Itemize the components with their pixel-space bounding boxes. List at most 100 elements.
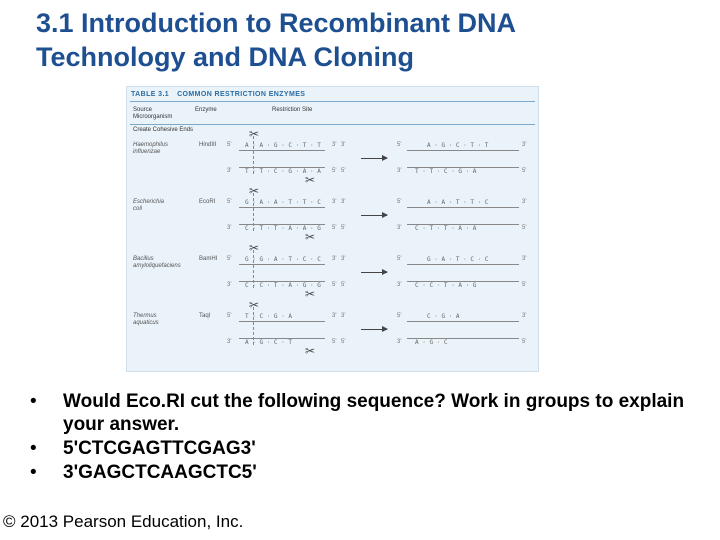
strand-end-label: 5' bbox=[522, 282, 527, 288]
cleavage-arrow bbox=[361, 155, 388, 161]
strand-end-label: 5' bbox=[397, 199, 402, 205]
strand-end-label: 5' bbox=[522, 339, 527, 345]
strand-end-label: 5' bbox=[522, 225, 527, 231]
bullet-item: • 5'CTCGAGTTCGAG3' bbox=[30, 437, 690, 460]
subhead-cohesive-ends: Create Cohesive Ends bbox=[133, 127, 194, 133]
strand-end-label: 3' bbox=[522, 142, 527, 148]
product-bottom-strand: C · T · T · A · A bbox=[415, 225, 477, 232]
scissors-icon: ✂ bbox=[249, 241, 260, 255]
row-enzyme-name: TaqI bbox=[199, 313, 211, 319]
product-end-box bbox=[407, 150, 519, 168]
strand-end-label: 5' bbox=[341, 168, 346, 174]
scissors-icon: ✂ bbox=[305, 287, 316, 301]
strand-end-label: 3' bbox=[397, 339, 402, 345]
product-top-strand: A · A · T · T · C bbox=[427, 199, 489, 206]
strand-end-label: 5' bbox=[227, 199, 232, 205]
product-top-strand: A · G · C · T · T bbox=[427, 142, 489, 149]
recognition-site-bottom-strand: T · T · C · G · A · A bbox=[245, 168, 321, 175]
strand-end-label: 5' bbox=[227, 313, 232, 319]
strand-end-label: 5' bbox=[332, 168, 337, 174]
row-source-line-2: aquaticus bbox=[133, 320, 159, 326]
strand-end-label: 3' bbox=[522, 199, 527, 205]
bullet-list: • Would Eco.RI cut the following sequenc… bbox=[30, 390, 690, 485]
recognition-site-box bbox=[239, 321, 325, 339]
strand-end-label: 5' bbox=[341, 225, 346, 231]
strand-end-label: 3' bbox=[332, 256, 337, 262]
strand-end-label: 3' bbox=[332, 313, 337, 319]
recognition-site-top-strand: G · G · A · T · C · C bbox=[245, 256, 321, 263]
strand-end-label: 5' bbox=[227, 256, 232, 262]
bullet-dot: • bbox=[30, 391, 37, 412]
cut-line bbox=[253, 193, 254, 231]
cleavage-arrow bbox=[361, 269, 388, 275]
row-source-line-1: Haemophilus bbox=[133, 142, 169, 148]
row-enzyme-name: HindIII bbox=[199, 142, 217, 148]
strand-end-label: 5' bbox=[522, 168, 527, 174]
cleavage-arrow bbox=[361, 212, 388, 218]
strand-end-label: 3' bbox=[227, 225, 232, 231]
product-top-strand: G · A · T · C · C bbox=[427, 256, 489, 263]
product-bottom-strand: C · C · T · A · G bbox=[415, 282, 477, 289]
slide-title-line-1: 3.1 Introduction to Recombinant DNA bbox=[36, 8, 517, 38]
strand-end-label: 3' bbox=[397, 282, 402, 288]
col-header-source-line-1: Source bbox=[133, 107, 153, 113]
cut-line bbox=[253, 250, 254, 288]
strand-end-label: 5' bbox=[332, 282, 337, 288]
strand-end-label: 3' bbox=[341, 313, 346, 319]
row-source-line-2: coli bbox=[133, 206, 143, 212]
col-header-site: Restriction Site bbox=[272, 107, 313, 113]
bullet-text: 5'CTCGAGTTCGAG3' bbox=[63, 438, 256, 459]
strand-end-label: 5' bbox=[227, 142, 232, 148]
strand-end-label: 3' bbox=[332, 199, 337, 205]
row-enzyme-name: EcoRI bbox=[199, 199, 216, 205]
strand-end-label: 3' bbox=[227, 339, 232, 345]
strand-end-label: 5' bbox=[332, 225, 337, 231]
scissors-icon: ✂ bbox=[305, 230, 316, 244]
bullet-dot: • bbox=[30, 462, 37, 483]
strand-end-label: 5' bbox=[332, 339, 337, 345]
recognition-site-bottom-strand: C · C · T · A · G · G bbox=[245, 282, 321, 289]
product-top-strand: C · G · A bbox=[427, 313, 460, 320]
strand-end-label: 3' bbox=[341, 142, 346, 148]
bullet-dot: • bbox=[30, 438, 37, 459]
table-rule-header bbox=[130, 124, 535, 125]
scissors-icon: ✂ bbox=[249, 127, 260, 141]
restriction-enzyme-table-figure: TABLE 3.1 COMMON RESTRICTION ENZYMES Sour… bbox=[126, 86, 539, 372]
col-header-enzyme: Enzyme bbox=[195, 107, 217, 113]
strand-end-label: 3' bbox=[522, 256, 527, 262]
product-end-box bbox=[407, 321, 519, 339]
strand-end-label: 5' bbox=[341, 282, 346, 288]
strand-end-label: 3' bbox=[332, 142, 337, 148]
scissors-icon: ✂ bbox=[305, 173, 316, 187]
recognition-site-top-strand: G · A · A · T · T · C bbox=[245, 199, 321, 206]
strand-end-label: 3' bbox=[227, 282, 232, 288]
recognition-site-box bbox=[239, 207, 325, 225]
scissors-icon: ✂ bbox=[249, 298, 260, 312]
strand-end-label: 3' bbox=[397, 225, 402, 231]
recognition-site-box bbox=[239, 264, 325, 282]
table-rule-top bbox=[130, 101, 535, 102]
strand-end-label: 3' bbox=[341, 199, 346, 205]
row-source-line-1: Bacillus bbox=[133, 256, 154, 262]
strand-end-label: 3' bbox=[397, 168, 402, 174]
table-title: COMMON RESTRICTION ENZYMES bbox=[177, 91, 306, 98]
bullet-item: • 3'GAGCTCAAGCTC5' bbox=[30, 461, 690, 484]
recognition-site-bottom-strand: C · T · T · A · A · G bbox=[245, 225, 321, 232]
strand-end-label: 5' bbox=[397, 313, 402, 319]
strand-end-label: 5' bbox=[397, 142, 402, 148]
bullet-item: • Would Eco.RI cut the following sequenc… bbox=[30, 390, 690, 436]
table-heading: TABLE 3.1 COMMON RESTRICTION ENZYMES bbox=[131, 91, 313, 98]
strand-end-label: 3' bbox=[522, 313, 527, 319]
product-bottom-strand: A · G · C bbox=[415, 339, 448, 346]
cleavage-arrow bbox=[361, 326, 388, 332]
copyright-footer: © 2013 Pearson Education, Inc. bbox=[3, 512, 244, 531]
row-source-line-2: amyloliquefaciens bbox=[133, 263, 181, 269]
recognition-site-top-strand: A · A · G · C · T · T bbox=[245, 142, 321, 149]
product-bottom-strand: T · T · C · G · A bbox=[415, 168, 477, 175]
table-label: TABLE 3.1 bbox=[131, 91, 170, 98]
scissors-icon: ✂ bbox=[249, 184, 260, 198]
product-end-box bbox=[407, 264, 519, 282]
col-header-source: Source Microorganism bbox=[133, 107, 172, 121]
bullet-text: Would Eco.RI cut the following sequence?… bbox=[63, 391, 685, 435]
strand-end-label: 3' bbox=[227, 168, 232, 174]
